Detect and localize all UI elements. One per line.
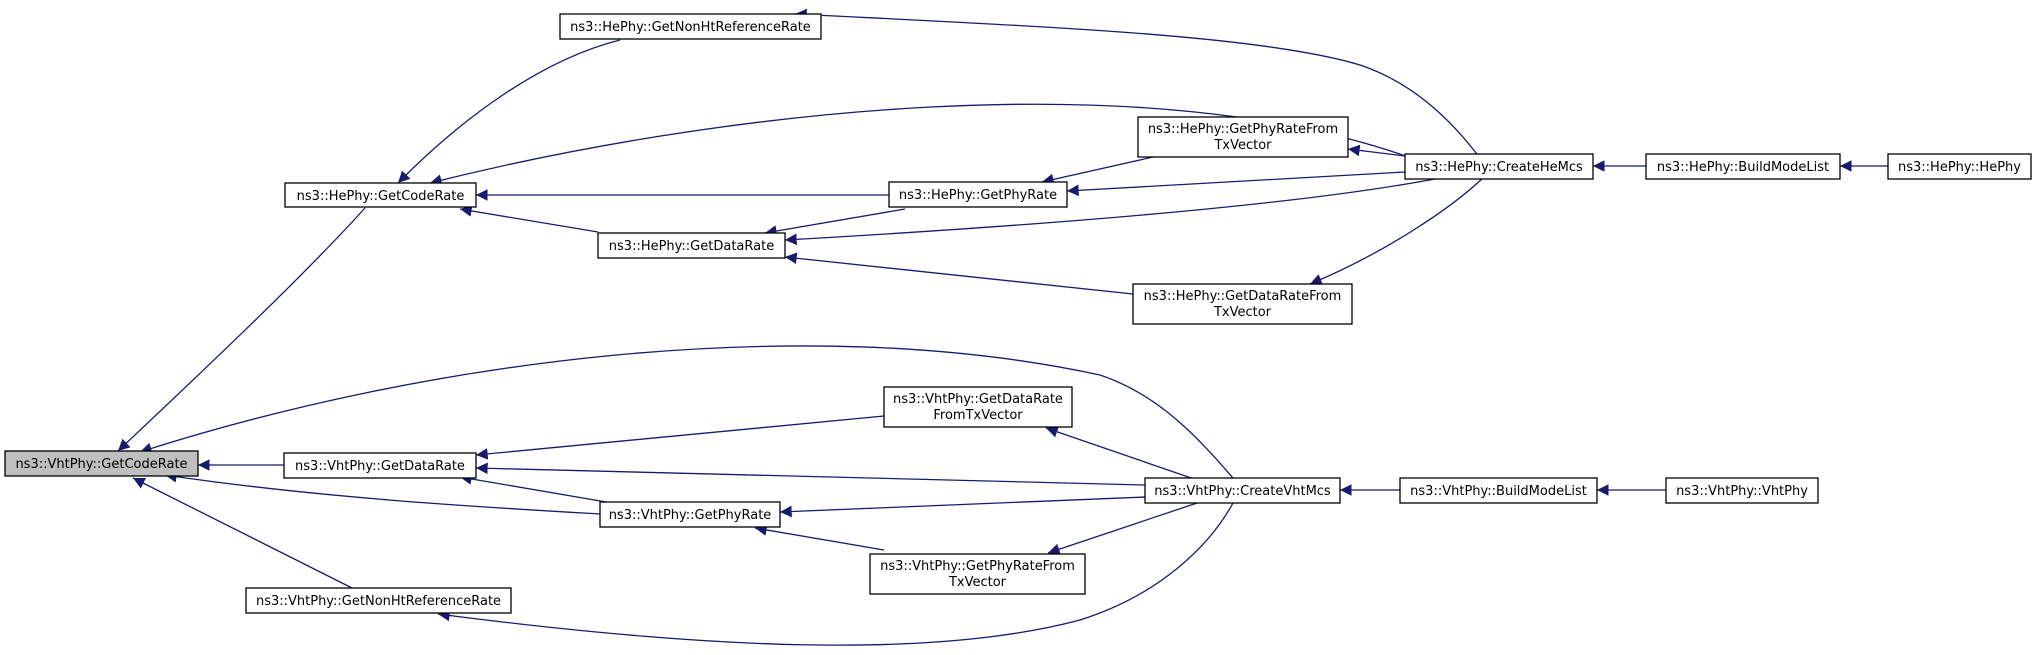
edge-vht-phyratefromtx-to-vht-getphyrate <box>754 524 885 551</box>
node-label: ns3::VhtPhy::VhtPhy <box>1676 484 1808 499</box>
node-label: ns3::VhtPhy::GetNonHtReferenceRate <box>256 594 501 609</box>
node-label: ns3::HePhy::GetNonHtReferenceRate <box>570 20 811 35</box>
node-vht-getphyrate[interactable]: ns3::VhtPhy::GetPhyRate <box>599 501 781 528</box>
node-he-getphyrate[interactable]: ns3::HePhy::GetPhyRate <box>888 181 1068 208</box>
edge-vht-getphyrate-to-root <box>164 470 601 515</box>
edge-createvhtmcs-to-vht-dataratefromtx <box>1045 426 1201 482</box>
node-label: ns3::VhtPhy::GetCodeRate <box>15 457 187 472</box>
node-vht-getcoderate-root[interactable]: ns3::VhtPhy::GetCodeRate <box>4 450 199 477</box>
node-label: ns3::HePhy::BuildModeList <box>1657 160 1829 175</box>
edge-createvhtmcs-to-root <box>139 345 1234 479</box>
node-label: ns3::VhtPhy::CreateVhtMcs <box>1154 484 1331 499</box>
edge-he-getphyrate-to-he-getdatarate <box>764 208 906 237</box>
edge-he-phyratefromtx-to-he-getphyrate <box>1041 156 1154 186</box>
node-label: FromTxVector <box>933 408 1023 423</box>
edge-he-getcoderate-to-root <box>117 207 366 452</box>
edge-createhemcs-to-he-dataratefromtx <box>1309 175 1486 285</box>
node-label: TxVector <box>948 575 1007 590</box>
node-vht-nonht[interactable]: ns3::VhtPhy::GetNonHtReferenceRate <box>245 587 512 614</box>
node-label: TxVector <box>1213 305 1272 320</box>
node-he-createhemcs[interactable]: ns3::HePhy::CreateHeMcs <box>1404 153 1594 180</box>
edge-createvhtmcs-to-vht-phyratefromtx <box>1047 501 1201 555</box>
edge-he-dataratefromtx-to-he-getdatarate <box>784 252 1134 295</box>
node-label: ns3::HePhy::GetPhyRate <box>899 188 1057 203</box>
edge-createvhtmcs-to-vht-getdatarate <box>475 462 1146 486</box>
node-he-hephy[interactable]: ns3::HePhy::HePhy <box>1887 153 2032 180</box>
node-label: ns3::VhtPhy::GetDataRate <box>295 459 465 474</box>
edge-createvhtmcs-to-vht-nonht <box>437 502 1234 646</box>
node-label: ns3::HePhy::GetPhyRateFrom <box>1148 122 1338 137</box>
edge-createhemcs-to-he-nonht <box>794 8 1486 166</box>
node-label: ns3::HePhy::GetDataRate <box>609 239 774 254</box>
node-label: ns3::VhtPhy::GetDataRate <box>893 392 1063 407</box>
edge-he-getdatarate-to-he-getcoderate <box>459 205 599 233</box>
edge-createhemcs-to-he-phyratefromtx <box>1347 144 1406 157</box>
node-vht-buildmodelist[interactable]: ns3::VhtPhy::BuildModeList <box>1399 477 1598 504</box>
node-vht-createvhtmcs[interactable]: ns3::VhtPhy::CreateVhtMcs <box>1144 477 1341 504</box>
node-label: ns3::HePhy::CreateHeMcs <box>1415 160 1583 175</box>
node-label: TxVector <box>1213 138 1272 153</box>
node-label: ns3::VhtPhy::GetPhyRate <box>609 508 772 523</box>
edge-createhemcs-to-he-getphyrate <box>1066 171 1406 197</box>
edge-createvhtmcs-to-vht-getphyrate <box>779 496 1146 518</box>
edge-vht-dataratefromtx-to-vht-getdatarate <box>475 415 885 460</box>
node-label: ns3::VhtPhy::BuildModeList <box>1410 484 1587 499</box>
edge-vht-nonht-to-root <box>132 477 353 589</box>
node-label: ns3::HePhy::HePhy <box>1898 160 2021 175</box>
node-label: ns3::HePhy::GetDataRateFrom <box>1144 289 1342 304</box>
node-vht-dataratefromtx[interactable]: ns3::VhtPhy::GetDataRate FromTxVector <box>883 386 1073 428</box>
node-he-nonht[interactable]: ns3::HePhy::GetNonHtReferenceRate <box>559 13 822 40</box>
edge-createhemcs-to-he-getdatarate <box>784 177 1441 246</box>
node-vht-phyratefromtx[interactable]: ns3::VhtPhy::GetPhyRateFrom TxVector <box>869 553 1086 595</box>
edge-vht-getphyrate-to-vht-getdatarate <box>459 473 613 504</box>
edge-he-nonht-to-he-getcoderate <box>397 39 621 184</box>
node-vht-getdatarate[interactable]: ns3::VhtPhy::GetDataRate <box>283 452 477 479</box>
node-he-getdatarate[interactable]: ns3::HePhy::GetDataRate <box>597 232 786 259</box>
node-label: ns3::HePhy::GetCodeRate <box>297 189 465 204</box>
node-he-buildmodelist[interactable]: ns3::HePhy::BuildModeList <box>1645 153 1841 180</box>
node-vht-vhtphy[interactable]: ns3::VhtPhy::VhtPhy <box>1665 477 1819 504</box>
node-he-getcoderate[interactable]: ns3::HePhy::GetCodeRate <box>284 182 477 208</box>
node-he-dataratefromtx[interactable]: ns3::HePhy::GetDataRateFrom TxVector <box>1132 283 1353 325</box>
node-he-phyratefromtx[interactable]: ns3::HePhy::GetPhyRateFrom TxVector <box>1137 116 1349 158</box>
node-label: ns3::VhtPhy::GetPhyRateFrom <box>880 559 1075 574</box>
